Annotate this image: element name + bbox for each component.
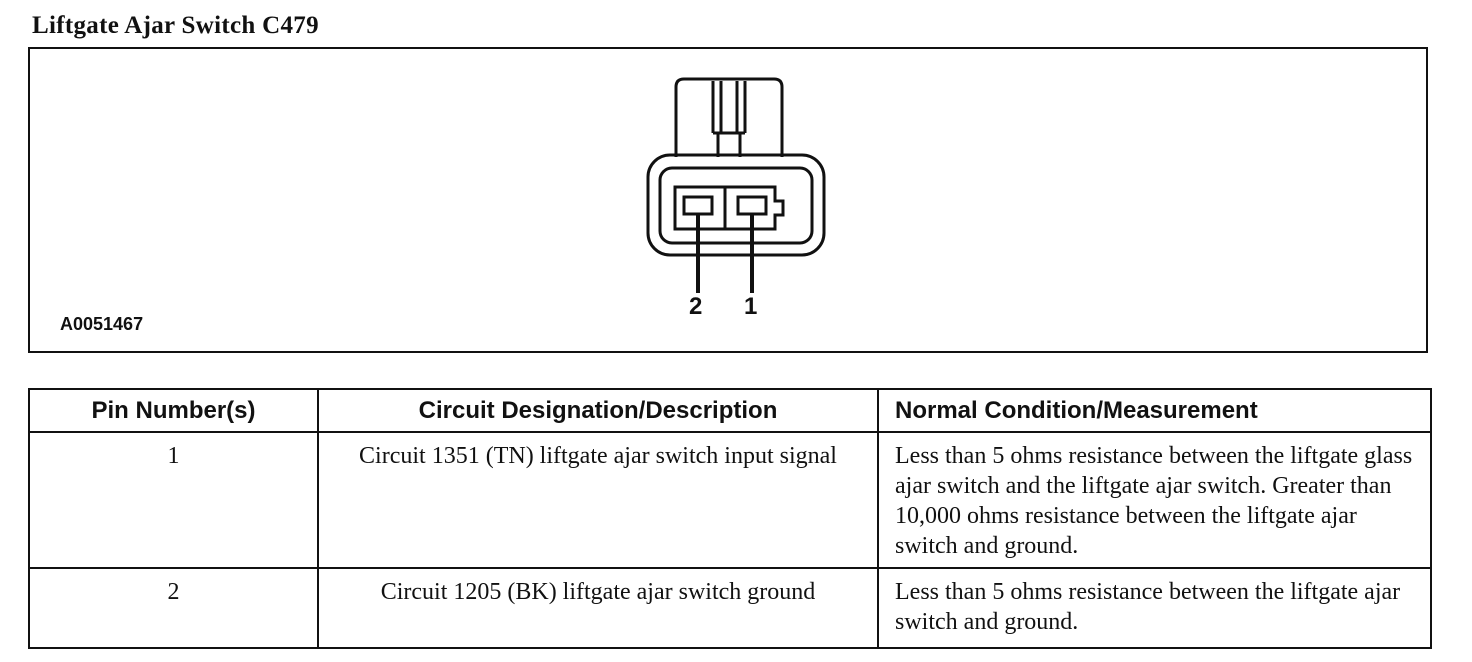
header-pin-number: Pin Number(s) xyxy=(28,388,319,433)
table-row: 1 Circuit 1351 (TN) liftgate ajar switch… xyxy=(28,431,1432,569)
page-title: Liftgate Ajar Switch C479 xyxy=(32,12,319,39)
cell-normal-condition: Less than 5 ohms resistance between the … xyxy=(877,567,1432,649)
header-normal-condition: Normal Condition/Measurement xyxy=(877,388,1432,433)
header-circuit-designation: Circuit Designation/Description xyxy=(317,388,879,433)
table-row: 2 Circuit 1205 (BK) liftgate ajar switch… xyxy=(28,567,1432,649)
pin-label-1: 1 xyxy=(744,293,758,320)
cell-pin-number: 2 xyxy=(28,567,319,649)
pin-label-2: 2 xyxy=(689,293,703,320)
pinout-table: Pin Number(s) Circuit Designation/Descri… xyxy=(28,388,1432,649)
cell-pin-number: 1 xyxy=(28,431,319,569)
connector-diagram: 2 1 A0051467 xyxy=(28,47,1428,353)
figure-id: A0051467 xyxy=(60,314,144,334)
cell-circuit-description: Circuit 1205 (BK) liftgate ajar switch g… xyxy=(317,567,879,649)
cell-circuit-description: Circuit 1351 (TN) liftgate ajar switch i… xyxy=(317,431,879,569)
cell-normal-condition: Less than 5 ohms resistance between the … xyxy=(877,431,1432,569)
connector-face-icon xyxy=(646,77,826,293)
table-header-row: Pin Number(s) Circuit Designation/Descri… xyxy=(28,388,1432,433)
